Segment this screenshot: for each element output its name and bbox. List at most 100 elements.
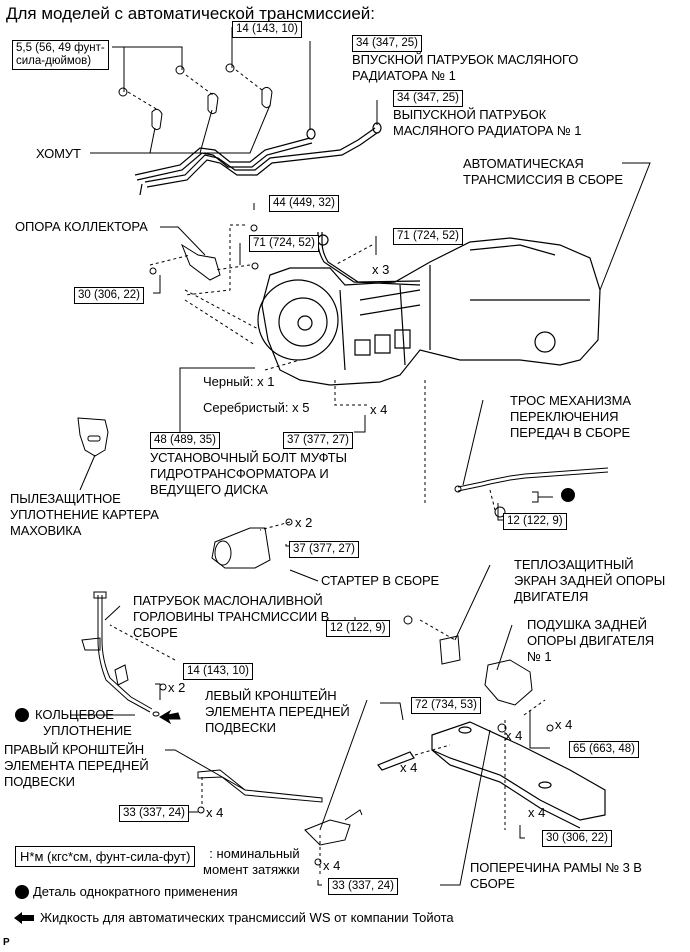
legend-line: момент затяжки <box>203 862 300 877</box>
oil-filler-tube-drawing <box>81 591 167 717</box>
heat-insulator-drawing <box>403 615 461 665</box>
label-line: УСТАНОВОЧНЫЙ БОЛТ МУФТЫ <box>150 450 347 465</box>
label-line: № 1 <box>527 649 552 664</box>
label-line: ЛЕВЫЙ КРОНШТЕЙН <box>205 688 337 703</box>
legend-torque-desc: : номинальный момент затяжки <box>203 846 300 878</box>
non-reusable-legend-icon <box>15 885 29 904</box>
dust-seal-drawing <box>77 417 109 457</box>
torque-lh-bracket: 33 (337, 24) <box>328 878 399 895</box>
torque-heat-insulator: 12 (122, 9) <box>326 620 390 637</box>
label-line: ЭКРАН ЗАДНЕЙ ОПОРЫ <box>514 573 666 588</box>
label-line: ПАТРУБОК МАСЛОНАЛИВНОЙ <box>133 593 323 608</box>
label-line: КОЛЬЦЕВОЕ <box>35 707 114 722</box>
label-line: ЭЛЕМЕНТА ПЕРЕДНЕЙ <box>4 758 149 773</box>
rh-bracket-drawing <box>197 769 323 814</box>
clip-non-reusable-icon <box>561 488 575 507</box>
torque-clamp-bolt: 5,5 (56, 49 фунт- сила-дюймов) <box>12 40 109 70</box>
qty-black-bolt: Черный: x 1 <box>203 374 275 389</box>
label-line: ТРАНСМИССИЯ В СБОРЕ <box>463 172 623 187</box>
label-lh-bracket: ЛЕВЫЙ КРОНШТЕЙН ЭЛЕМЕНТА ПЕРЕДНЕЙ ПОДВЕС… <box>205 688 350 736</box>
leader-lines <box>70 27 651 886</box>
crossmember-drawing <box>377 721 606 829</box>
label-line: ТРОС МЕХАНИЗМА <box>510 393 631 408</box>
label-line: ПОПЕРЕЧИНА РАМЫ № 3 В <box>470 860 642 875</box>
qty-filler-tube: x 2 <box>168 680 186 695</box>
label-line: ПЫЛЕЗАЩИТНОЕ <box>10 491 121 506</box>
atf-arrow-marker <box>159 709 181 725</box>
label-line: ГИДРОТРАНСФОРМАТОРА И <box>150 466 329 481</box>
label-line: ЭЛЕМЕНТА ПЕРЕДНЕЙ <box>205 704 350 719</box>
torque-converter-bolt: 48 (489, 35) <box>150 432 221 449</box>
label-line: ПЕРЕДАЧ В СБОРЕ <box>510 425 631 440</box>
torque-trans-lower: 37 (377, 27) <box>283 432 354 449</box>
qty-lh-bracket: x 4 <box>323 858 341 873</box>
label-line: РАДИАТОРА № 1 <box>352 68 456 83</box>
label-flywheel-dust-seal: ПЫЛЕЗАЩИТНОЕ УПЛОТНЕНИЕ КАРТЕРА МАХОВИКА <box>10 491 159 539</box>
label-line: СБОРЕ <box>133 625 178 640</box>
torque-stay-upper: 44 (449, 32) <box>269 195 340 212</box>
oil-cooler-tubes <box>134 122 382 196</box>
qty-trans-top: x 3 <box>372 262 390 277</box>
torque-rh-bracket: 33 (337, 24) <box>119 805 190 822</box>
label-line: ПОДВЕСКИ <box>4 774 75 789</box>
label-shift-cable: ТРОС МЕХАНИЗМА ПЕРЕКЛЮЧЕНИЯ ПЕРЕДАЧ В СБ… <box>510 393 631 441</box>
engine-mount-drawing <box>484 659 554 733</box>
torque-mount-nut: 72 (734, 53) <box>411 697 482 714</box>
qty-trans-lower: x 4 <box>370 402 388 417</box>
torque-stay-lower: 30 (306, 22) <box>74 287 145 304</box>
legend-line: : номинальный <box>209 846 300 861</box>
legend-torque-unit: Н*м (кгс*см, фунт-сила-фут) <box>15 846 196 867</box>
shift-cable-drawing <box>454 467 609 518</box>
label-torque-converter-bolt: УСТАНОВОЧНЫЙ БОЛТ МУФТЫ ГИДРОТРАНСФОРМАТ… <box>150 450 347 498</box>
torque-inlet-tube: 34 (347, 25) <box>352 35 423 52</box>
label-starter: СТАРТЕР В СБОРЕ <box>321 573 440 588</box>
torque-filler-tube: 14 (143, 10) <box>183 663 254 680</box>
torque-crossmember: 30 (306, 22) <box>542 830 613 847</box>
atf-arrow-icon <box>14 912 34 924</box>
page-mark: P <box>3 937 10 948</box>
torque-outlet-tube: 34 (347, 25) <box>393 90 464 107</box>
label-manifold-stay: ОПОРА КОЛЛЕКТОРА <box>15 219 148 234</box>
o-ring-non-reusable-icon <box>15 708 29 727</box>
label-oil-filler-tube: ПАТРУБОК МАСЛОНАЛИВНОЙ ГОРЛОВИНЫ ТРАНСМИ… <box>133 593 329 641</box>
label-heat-insulator: ТЕПЛОЗАЩИТНЫЙ ЭКРАН ЗАДНЕЙ ОПОРЫ ДВИГАТЕ… <box>514 557 665 605</box>
label-line: УПЛОТНЕНИЕ КАРТЕРА <box>10 507 159 522</box>
legend-atf: Жидкость для автоматических трансмиссий … <box>40 910 454 925</box>
label-line: ОПОРЫ ДВИГАТЕЛЯ <box>527 633 655 648</box>
manifold-stay-drawing <box>149 224 259 281</box>
label-o-ring: КОЛЬЦЕВОЕ УПЛОТНЕНИЕ <box>35 707 132 739</box>
label-line: ДВИГАТЕЛЯ <box>514 589 589 604</box>
torque-cable-nut: 12 (122, 9) <box>503 513 567 530</box>
qty-starter: x 2 <box>295 515 313 530</box>
qty-rh-bracket: x 4 <box>206 805 224 820</box>
label-rh-bracket: ПРАВЫЙ КРОНШТЕЙН ЭЛЕМЕНТА ПЕРЕДНЕЙ ПОДВЕ… <box>4 742 149 790</box>
qty-mount-bolt: x 4 <box>555 717 573 732</box>
label-line: ГОРЛОВИНЫ ТРАНСМИССИИ В <box>133 609 330 624</box>
qty-crossmember-side: x 4 <box>400 760 418 775</box>
label-line: ВЫПУСКНОЙ ПАТРУБОК <box>393 107 547 122</box>
label-auto-transmission: АВТОМАТИЧЕСКАЯ ТРАНСМИССИЯ В СБОРЕ <box>463 156 623 188</box>
label-line: ТЕПЛОЗАЩИТНЫЙ <box>514 557 634 572</box>
label-oil-cooler-outlet-tube: ВЫПУСКНОЙ ПАТРУБОК МАСЛЯНОГО РАДИАТОРА №… <box>393 107 581 139</box>
label-line: УПЛОТНЕНИЕ <box>43 723 132 738</box>
page-title: Для моделей с автоматической трансмиссие… <box>6 4 376 23</box>
label-line: АВТОМАТИЧЕСКАЯ <box>463 156 584 171</box>
qty-silver-bolt: Серебристый: x 5 <box>203 400 310 415</box>
clamp-parts <box>118 63 273 131</box>
label-clamp: ХОМУТ <box>36 146 81 161</box>
label-crossmember: ПОПЕРЕЧИНА РАМЫ № 3 В СБОРЕ <box>470 860 642 892</box>
torque-mount-bolt: 65 (663, 48) <box>569 741 640 758</box>
label-line: ПРАВЫЙ КРОНШТЕЙН <box>4 742 145 757</box>
transmission-drawing <box>257 232 601 386</box>
torque-line: 5,5 (56, 49 фунт- <box>16 42 105 54</box>
label-line: МАСЛЯНОГО РАДИАТОРА № 1 <box>393 123 582 138</box>
label-line: ПОДУШКА ЗАДНЕЙ <box>527 617 647 632</box>
label-line: ВПУСКНОЙ ПАТРУБОК МАСЛЯНОГО <box>352 52 579 67</box>
label-line: ПОДВЕСКИ <box>205 720 276 735</box>
label-line: МАХОВИКА <box>10 523 82 538</box>
label-oil-cooler-inlet-tube: ВПУСКНОЙ ПАТРУБОК МАСЛЯНОГО РАДИАТОРА № … <box>352 52 578 84</box>
torque-starter: 37 (377, 27) <box>289 541 360 558</box>
torque-line: сила-дюймов) <box>16 55 92 67</box>
label-line: СБОРЕ <box>470 876 515 891</box>
